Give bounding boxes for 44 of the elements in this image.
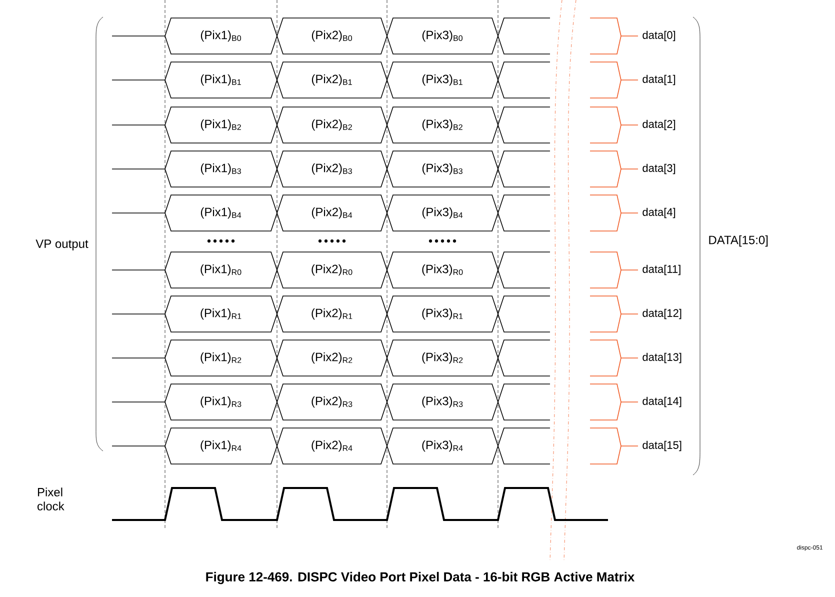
data-cell: (Pix3)$_{B1}$: [386, 62, 498, 98]
group-label: DATA[15:0]: [709, 235, 768, 247]
data-cell: (Pix1)$_{R4}$: [164, 428, 278, 464]
data-cell: (Pix2)$_{R4}$: [276, 428, 388, 464]
data-cell: (Pix1)$_{R1}$: [164, 296, 278, 332]
data-cell: (Pix3)$_{R0}$: [386, 252, 498, 288]
group-label: VP output: [36, 240, 88, 250]
data-cell: (Pix3)$_{R3}$: [386, 384, 498, 420]
data-cell: (Pix3)$_{R4}$: [386, 428, 498, 464]
data-cell: (Pix3)$_{B3}$: [386, 150, 498, 188]
data-cell: (Pix1)$_{B4}$: [164, 194, 278, 232]
signal-label: data[14]: [642, 396, 682, 408]
signal-label: data[2]: [642, 120, 676, 130]
caption: Figure 12-469. DISPC Video Port Pixel Data - 16-bit RGB Active Matrix: [206, 572, 635, 584]
data-cell: (Pix1)$_{B0}$: [164, 18, 278, 54]
signal-label: data[3]: [642, 164, 676, 174]
data-cell: (Pix1)$_{R2}$: [164, 340, 278, 376]
data-cell: (Pix2)$_{B2}$: [276, 106, 388, 144]
signal-label: data[0]: [642, 30, 676, 42]
signal-label: data[13]: [642, 352, 682, 364]
data-cell: (Pix3)$_{R2}$: [386, 340, 498, 376]
group-label: Pixel clock: [38, 488, 64, 510]
data-cell: (Pix2)$_{R2}$: [276, 340, 388, 376]
signal-label: data[15]: [642, 440, 682, 452]
data-cell: (Pix3)$_{B0}$: [386, 18, 498, 54]
data-cell: (Pix2)$_{B3}$: [276, 150, 388, 188]
data-cell: (Pix2)$_{B4}$: [276, 194, 388, 232]
data-cell: (Pix1)$_{B1}$: [164, 62, 278, 98]
data-cell: (Pix3)$_{B2}$: [386, 106, 498, 144]
signal-label: data[1]: [642, 74, 676, 86]
data-cell: (Pix1)$_{R0}$: [164, 252, 278, 288]
data-cell: (Pix3)$_{R1}$: [386, 296, 498, 332]
data-cell: (Pix1)$_{B2}$: [164, 106, 278, 144]
data-cell: (Pix2)$_{R1}$: [276, 296, 388, 332]
data-cell: (Pix2)$_{B0}$: [276, 18, 388, 54]
data-cell: (Pix2)$_{R3}$: [276, 384, 388, 420]
data-cell: (Pix2)$_{B1}$: [276, 62, 388, 98]
data-cell: (Pix1)$_{R3}$: [164, 384, 278, 420]
signal-label: data[12]: [642, 308, 682, 320]
signal-label: data[11]: [642, 264, 680, 276]
data-cell: (Pix1)$_{B3}$: [164, 150, 278, 188]
data-cell: (Pix3)$_{B4}$: [386, 194, 498, 232]
data-cell: (Pix2)$_{R0}$: [276, 252, 388, 288]
signal-label: data[4]: [642, 208, 676, 218]
